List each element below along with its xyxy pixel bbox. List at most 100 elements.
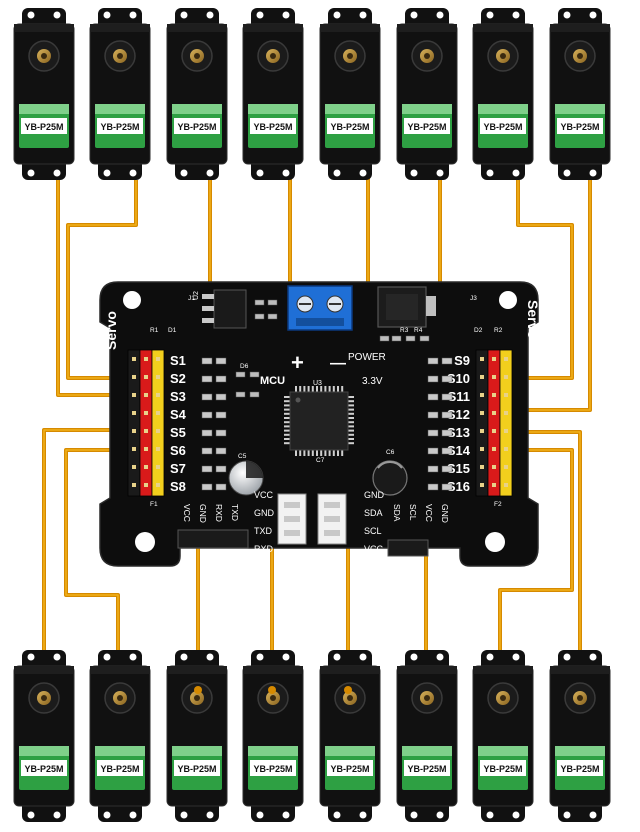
servo-bottom-2: YB-P25M [89,650,151,822]
wire-end-dot [194,686,202,694]
servo-model-label: YB-P25M [560,122,599,132]
jst-connector-right[interactable] [317,493,347,545]
servo-row-top: YB-P25M YB-P25M YB-P25M YB-P25M YB-P25M YB-P2… [13,8,611,180]
silk-d6: D6 [240,363,249,370]
channel-label-S1: S1 [170,353,186,368]
channel-label-S13: S13 [447,425,470,440]
i2c-pin-vcc: VCC [424,504,434,522]
servo-model-label: YB-P25M [253,764,292,774]
i2c-pin-sda: SDA [392,504,402,522]
servo-bottom-5: YB-P25M [319,650,381,822]
servo-model-label: YB-P25M [483,122,522,132]
u2-label: U2 [193,291,200,300]
silk-j3: J3 [470,295,477,302]
servo-model-label: YB-P25M [24,122,63,132]
channel-label-S9: S9 [454,353,470,368]
right-servo-header[interactable] [475,349,513,497]
servo-bottom-7: YB-P25M [472,650,534,822]
silk-c7: C7 [316,457,325,464]
channel-label-S11: S11 [448,389,470,404]
mount-hole-tr [499,291,517,309]
channel-label-S10: S10 [447,371,470,386]
silk-r2: R2 [494,327,503,334]
servo-bottom-8: YB-P25M [549,650,611,822]
servo-model-label: YB-P25M [483,764,522,774]
i2c-vertical-labels: SDA SCL VCC GND [392,504,450,523]
silk-c5: C5 [238,453,247,460]
silk-j1: J1 [188,295,195,302]
servo-top-1: YB-P25M [13,8,75,180]
channel-label-S4: S4 [170,407,187,422]
channel-label-S2: S2 [170,371,186,386]
minus-sign: — [330,355,346,372]
power-terminal[interactable] [287,285,353,331]
servo-model-label: YB-P25M [407,764,446,774]
mid-pin-gnd: GND [254,508,275,518]
silk-d2: D2 [474,327,483,334]
servo-top-6: YB-P25M [396,8,458,180]
mcu-chip: U3 [284,380,354,456]
i2c-pin-scl: SCL [364,526,382,536]
channel-label-S15: S15 [447,461,470,476]
silk-d1: D1 [168,327,177,334]
i2c-pin-gnd: GND [364,490,385,500]
mount-hole-br [485,532,505,552]
channel-label-S7: S7 [170,461,186,476]
silk-c6: C6 [386,449,395,456]
mount-hole-bl [135,532,155,552]
wire-ends [194,686,352,694]
i2c-header[interactable] [387,539,429,557]
i2c-pin-scl: SCL [408,504,418,521]
silk-r4: R4 [414,327,423,334]
chip-label: U3 [313,380,322,387]
capacitor-c5 [228,460,264,496]
servo-top-5: YB-P25M [319,8,381,180]
servo-bottom-1: YB-P25M [13,650,75,822]
wire-end-dot [344,686,352,694]
servo-model-label: YB-P25M [407,122,446,132]
channel-label-S12: S12 [447,407,470,422]
regulator-u2: U2 [193,289,247,329]
servo-top-3: YB-P25M [166,8,228,180]
servo-bottom-6: YB-P25M [396,650,458,822]
smd-components [201,299,453,491]
plus-sign: + [291,350,304,375]
servo-bottom-4: YB-P25M [242,650,304,822]
capacitor-c6 [372,460,408,496]
i2c-pin-gnd: GND [440,504,450,523]
mid-pin-rxd: RXD [254,544,274,554]
servo-model-label: YB-P25M [330,122,369,132]
servo-model-label: YB-P25M [177,764,216,774]
wire-end-dot [268,686,276,694]
servo-top-2: YB-P25M [89,8,151,180]
left-servo-header[interactable] [127,349,165,497]
jst-connector-left[interactable] [277,493,307,545]
channel-label-S16: S16 [447,479,470,494]
uart-pin-vcc: VCC [182,504,192,522]
servo-top-7: YB-P25M [472,8,534,180]
mid-pin-txd: TXD [254,526,273,536]
servo-model-label: YB-P25M [560,764,599,774]
servo-model-label: YB-P25M [100,122,139,132]
uart-header[interactable] [177,529,249,549]
power-label: POWER [348,352,386,363]
voltage-label: 3.3V [362,376,383,387]
i2c-pin-sda: SDA [364,508,383,518]
channel-label-S14: S14 [447,443,471,458]
silk-r1: R1 [150,327,159,334]
mid-pin-labels: VCC GND TXD RXD [254,490,275,554]
channel-label-S5: S5 [170,425,186,440]
right-servo-title: Servo [525,300,541,339]
i2c-pin-vcc: VCC [364,544,384,554]
i2c-pin-labels: GND SDA SCL VCC [364,490,385,554]
mid-pin-vcc: VCC [254,490,274,500]
servo-model-label: YB-P25M [330,764,369,774]
channel-label-S3: S3 [170,389,186,404]
servo-model-label: YB-P25M [177,122,216,132]
left-servo-title: Servo [103,311,119,350]
